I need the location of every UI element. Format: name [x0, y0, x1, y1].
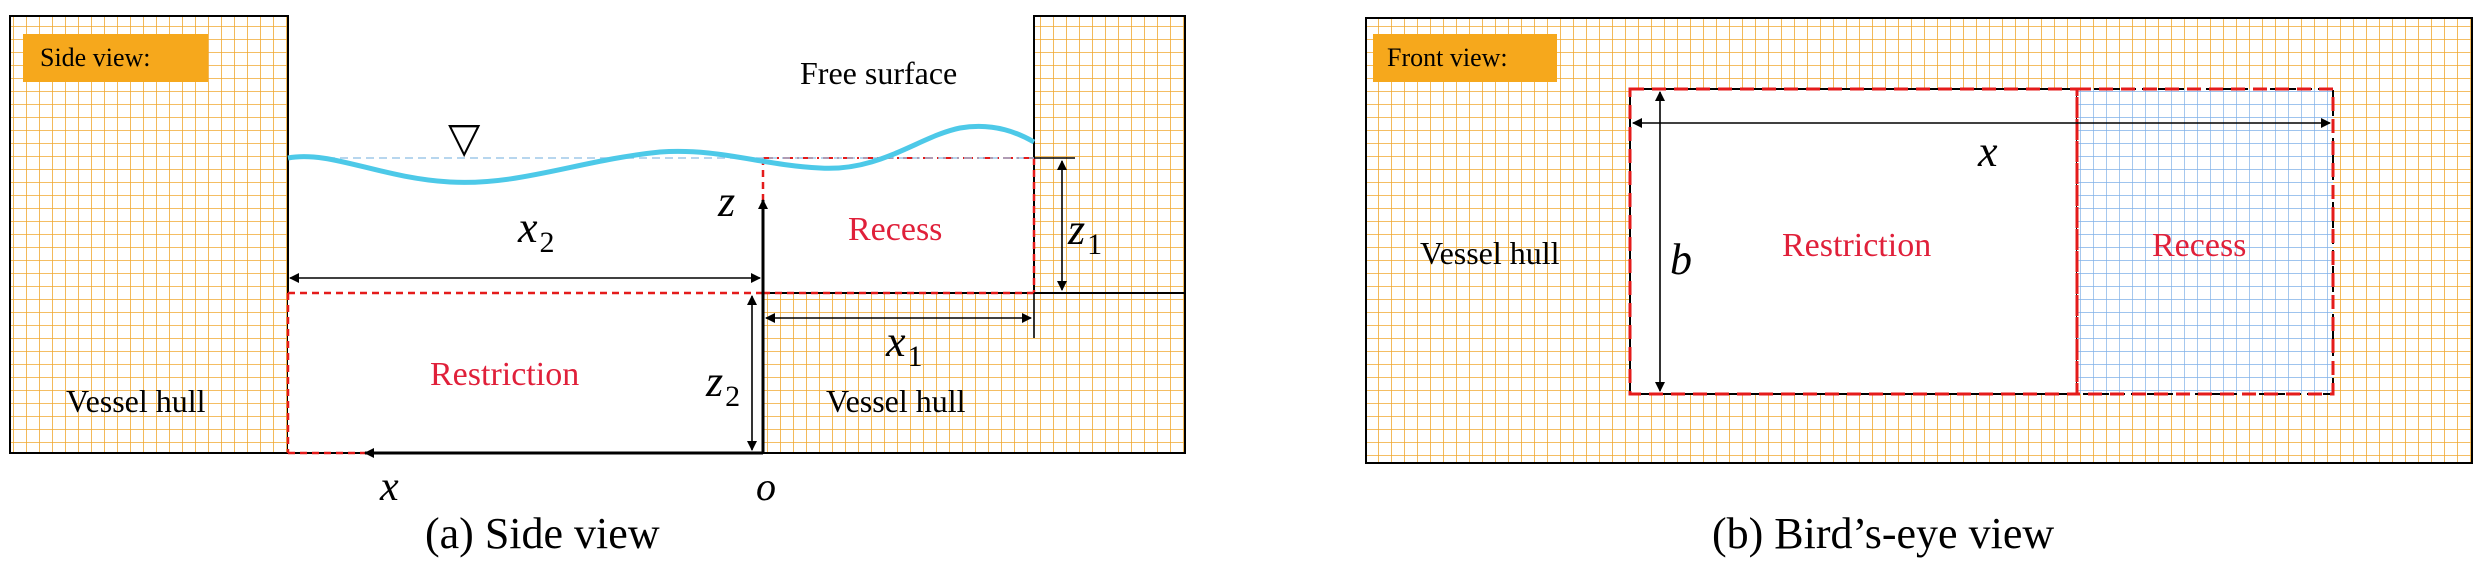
side-right-hull: [762, 292, 1186, 454]
front-restriction-label: Restriction: [1782, 227, 1931, 264]
side-view-panel: Side view: Free surface ▽ Recess Restric…: [9, 15, 1186, 558]
side-vessel-hull-right-label: Vessel hull: [826, 383, 966, 419]
side-recess-label: Recess: [848, 211, 942, 248]
side-x2-label: x2: [517, 203, 555, 259]
side-x1-label: x1: [885, 317, 923, 373]
front-view-badge: [1373, 34, 1557, 82]
side-left-hull: [9, 15, 289, 454]
front-view-caption: (b) Bird’s-eye view: [1712, 509, 2054, 558]
front-recess-red-dash: [2075, 87, 2335, 396]
side-right-wall: [1033, 15, 1186, 294]
side-restriction-label: Restriction: [430, 356, 579, 393]
side-free-surface-wave: [287, 123, 1036, 185]
side-view-caption: (a) Side view: [425, 509, 660, 558]
front-restriction-area: [1629, 88, 2078, 395]
side-vessel-hull-left-label: Vessel hull: [66, 383, 206, 419]
side-view-badge: [23, 34, 208, 82]
side-restriction-area: [288, 293, 763, 453]
front-x-label: x: [1977, 127, 1998, 176]
side-z1-label: z1: [1067, 205, 1102, 261]
side-free-surface-label: Free surface: [800, 55, 957, 91]
side-origin-label: o: [756, 464, 776, 509]
front-view-badge-text: Front view:: [1387, 43, 1508, 72]
front-recess-area: [2077, 89, 2333, 394]
side-z-axis-label: z: [717, 177, 735, 226]
front-view-panel: Front view: Vessel hull Restriction Rece…: [1365, 17, 2473, 558]
side-z2-label: z2: [705, 357, 740, 413]
side-water-symbol: ▽: [448, 116, 481, 162]
front-vessel-hull-label: Vessel hull: [1420, 235, 1560, 271]
side-view-badge-text: Side view:: [40, 43, 151, 72]
front-b-label: b: [1670, 235, 1692, 284]
front-recess-label: Recess: [2152, 227, 2246, 264]
side-x-axis-label: x: [379, 464, 399, 510]
